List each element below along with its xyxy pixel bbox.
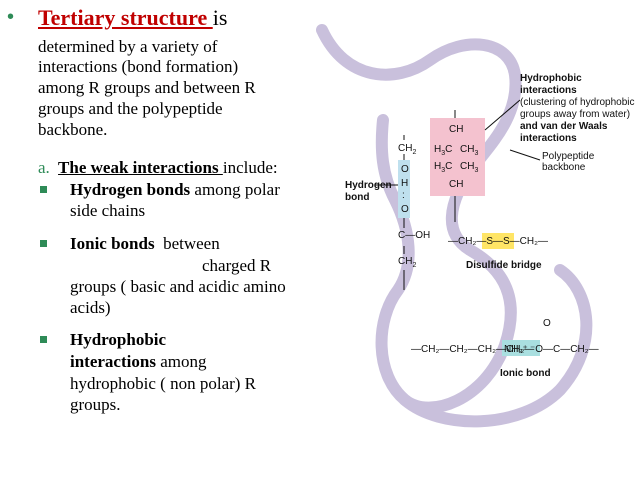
intro-line-5: backbone.: [38, 120, 108, 139]
item-hydrophobic-rest: among: [155, 352, 207, 371]
hydrogen-bond-box: [398, 160, 410, 218]
item-hydrogen-line2: side chains: [70, 201, 146, 220]
hb-dots: :: [402, 190, 405, 201]
ionic-box: [502, 340, 540, 356]
hb-o2: O: [401, 204, 409, 215]
polypeptide-label: Polypeptide backbone: [542, 151, 594, 173]
title-highlight: Tertiary structure: [38, 5, 213, 30]
polypeptide-label-line2: backbone: [542, 162, 586, 173]
hydrophobic-label-line1: Hydrophobic interactions: [520, 73, 582, 96]
hydrogen-bond-label: Hydrogen bond: [345, 180, 392, 204]
title-rest: is: [212, 5, 228, 30]
ionic-nh3: NH₃⁺: [504, 344, 528, 355]
hydrophobic-label-line2: (clustering of hydrophobic: [520, 97, 635, 108]
item-hydrophobic-bold2: interactions: [70, 352, 156, 371]
item-hydrogen-rest: among polar: [190, 180, 280, 199]
item-ionic-line2: charged R: [202, 256, 272, 275]
h3c-1: H3C: [434, 144, 453, 157]
item-ionic-line1: Ionic bonds between: [70, 234, 220, 254]
hb-o: O: [401, 164, 409, 175]
disulfide-chain: —CH₂—S—S—CH₂—: [448, 236, 548, 247]
hydrophobic-label-line3: groups away from water): [520, 109, 631, 120]
item-ionic-bold: Ionic bonds: [70, 234, 155, 253]
ch-bottom: CH: [449, 179, 464, 190]
ch3-2: CH3: [460, 161, 479, 174]
ch3-1: CH3: [460, 144, 479, 157]
item-hydrophobic-line2: interactions among: [70, 352, 206, 372]
ionic-chain-left: —CH₂—CH₂—CH₂—CH₂—: [411, 344, 535, 355]
sub-bold: The weak interactions: [58, 158, 223, 177]
hydrophobic-label-line5: interactions: [520, 133, 577, 144]
intro-line-4: groups and the polypeptide: [38, 99, 223, 118]
polypeptide-backbone-ribbon: [316, 24, 522, 414]
polypeptide-backbone-loop: [399, 264, 593, 428]
hydrophobic-label: Hydrophobic interactions (clustering of …: [520, 73, 638, 145]
hydrogen-label-line2: bond: [345, 192, 370, 203]
square-bullet-icon: [40, 240, 47, 247]
ionic-carbonyl-o: O: [543, 318, 551, 329]
intro-line-3: among R groups and between R: [38, 78, 256, 97]
ch2-top: CH2: [398, 143, 417, 156]
sub-letter: a.: [38, 158, 50, 177]
ionic-label: Ionic bond: [500, 368, 551, 379]
polypeptide-label-line1: Polypeptide: [542, 151, 595, 162]
intro-line-1: determined by a variety of: [38, 37, 218, 56]
sub-rest: include:: [222, 158, 278, 177]
c-oh: C—OH: [398, 230, 431, 241]
ch-top: CH: [449, 124, 464, 135]
hydrophobic-box: [430, 118, 485, 196]
slide-title: Tertiary structure is: [38, 4, 227, 32]
h3c-2: H3C: [434, 161, 453, 174]
ch2-low: CH2: [398, 256, 417, 269]
item-hydrogen-bold: Hydrogen bonds: [70, 180, 191, 199]
square-bullet-icon: [40, 186, 47, 193]
disulfide-label: Disulfide bridge: [466, 260, 542, 271]
intro-line-2: interactions (bond formation): [38, 57, 239, 76]
hydrophobic-label-line4: and van der Waals: [520, 121, 608, 132]
item-hydrophobic-line3: hydrophobic ( non polar) R: [70, 374, 257, 393]
disulfide-box: [482, 233, 514, 249]
hb-h: H: [401, 178, 409, 189]
item-hydrophobic-line4: groups.: [70, 395, 121, 414]
item-ionic-rest: between: [154, 234, 220, 253]
ionic-o-chain: ⁻O—C—CH₂—: [530, 344, 599, 355]
hydrogen-label-line1: Hydrogen: [345, 180, 392, 191]
item-ionic-line3: groups ( basic and acidic amino: [70, 277, 286, 296]
item-hydrogen-line1: Hydrogen bonds among polar: [70, 180, 280, 200]
item-hydrophobic-line1: Hydrophobic: [70, 330, 167, 349]
sub-heading: a. The weak interactions include:: [38, 158, 278, 178]
item-ionic-line4: acids): [70, 298, 111, 317]
bullet-dot-icon: •: [7, 6, 15, 28]
square-bullet-icon: [40, 336, 47, 343]
